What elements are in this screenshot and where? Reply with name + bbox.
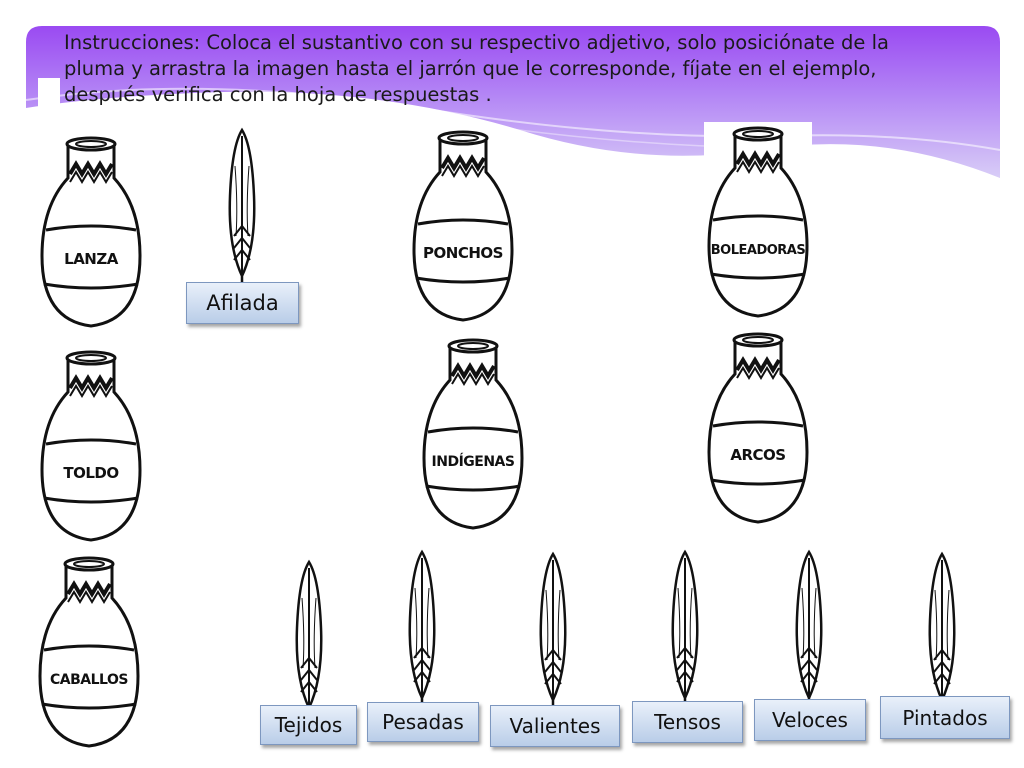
jar-boleadoras: BOLEADORAS: [707, 126, 809, 318]
adjective-card-pesadas[interactable]: Pesadas: [367, 702, 479, 742]
feather-icon[interactable]: [665, 548, 705, 708]
adjective-card-valientes[interactable]: Valientes: [490, 705, 620, 747]
feather-icon[interactable]: [289, 558, 329, 718]
jar-label-ponchos: PONCHOS: [423, 244, 503, 262]
adjective-card-veloces[interactable]: Veloces: [754, 699, 866, 741]
jar-label-caballos: CABALLOS: [50, 672, 128, 688]
feather-icon[interactable]: [922, 550, 962, 710]
jar-label-boleadoras: BOLEADORAS: [711, 243, 806, 258]
adjective-card-tensos[interactable]: Tensos: [632, 701, 743, 743]
jar-toldo: TOLDO: [40, 350, 142, 542]
instructions-text: Instrucciones: Coloca el sustantivo con …: [64, 31, 889, 107]
jar-ponchos: PONCHOS: [412, 130, 514, 322]
adjective-card-tejidos[interactable]: Tejidos: [260, 705, 357, 745]
banner-cutout-left: [38, 78, 60, 108]
jar-lanza: LANZA: [40, 136, 142, 328]
jar-arcos: ARCOS: [707, 332, 809, 524]
jar-label-lanza: LANZA: [64, 250, 119, 268]
feather-icon[interactable]: [789, 548, 829, 708]
adjective-card-pintados[interactable]: Pintados: [880, 696, 1010, 739]
adjective-card-afilada[interactable]: Afilada: [186, 282, 299, 324]
jar-label-arcos: ARCOS: [730, 446, 785, 464]
jar-label-toldo: TOLDO: [63, 464, 118, 482]
feather-icon[interactable]: [533, 550, 573, 710]
feather-icon[interactable]: [222, 126, 262, 286]
feather-icon[interactable]: [402, 548, 442, 708]
jar-caballos: CABALLOS: [38, 556, 140, 748]
jar-indigenas: INDÍGENAS: [422, 338, 524, 530]
jar-label-indigenas: INDÍGENAS: [432, 453, 515, 470]
